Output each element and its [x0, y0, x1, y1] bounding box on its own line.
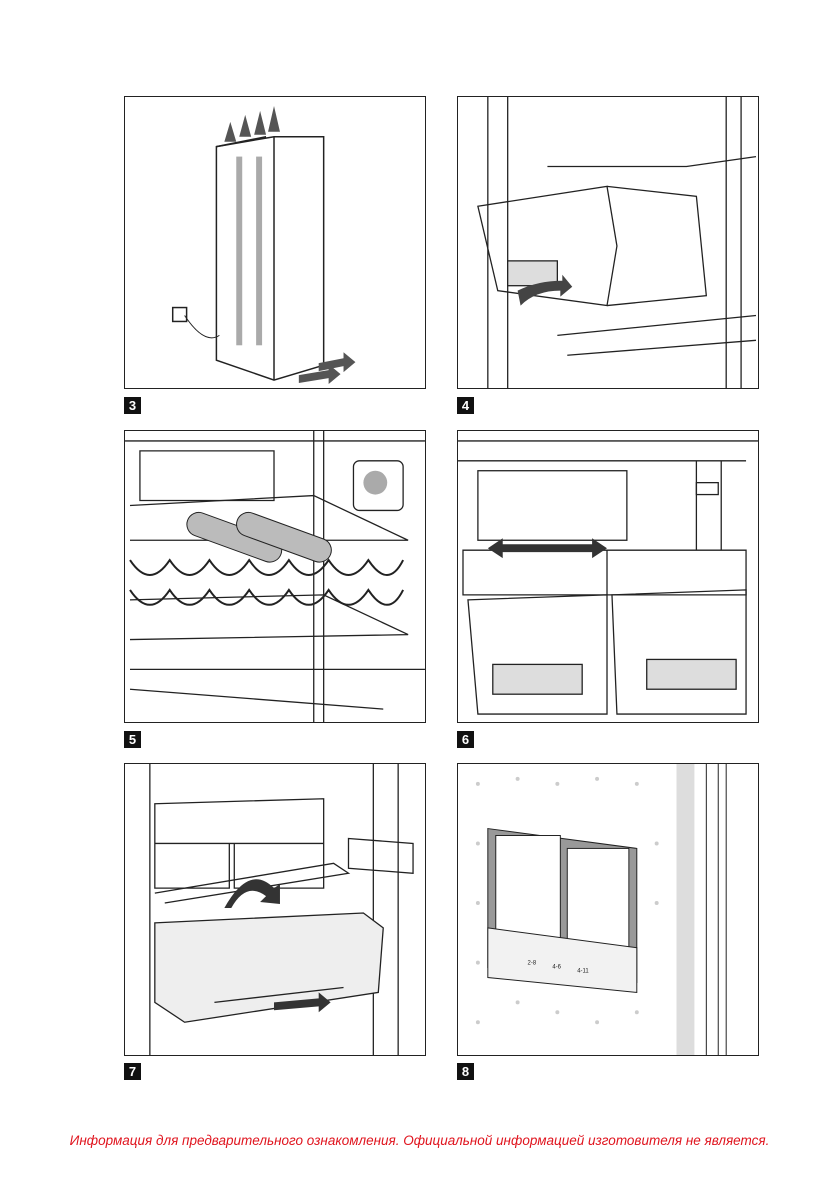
figure-4-drawer-removal-illustration	[457, 96, 759, 389]
figure-number-6: 6	[457, 731, 474, 748]
figure-number-8: 8	[457, 1063, 474, 1080]
figure-6-drawer-divider-illustration	[457, 430, 759, 723]
figure-7-crisper-drawer-illustration	[124, 763, 426, 1056]
disclaimer-footer: Информация для предварительного ознакомл…	[69, 1133, 770, 1148]
ice-pack-label-2: 4-6	[552, 965, 561, 971]
ice-pack-label-1: 2-8	[528, 961, 537, 967]
ice-pack-label-3: 4-11	[577, 969, 589, 975]
figure-number-3: 3	[124, 397, 141, 414]
figure-number-7: 7	[124, 1063, 141, 1080]
figure-8-ice-packs-illustration: 2-8 4-6 4-11	[457, 763, 759, 1056]
figure-5-bottle-rack-illustration	[124, 430, 426, 723]
figure-number-4: 4	[457, 397, 474, 414]
figure-number-5: 5	[124, 731, 141, 748]
figure-3-air-circulation-illustration	[124, 96, 426, 389]
